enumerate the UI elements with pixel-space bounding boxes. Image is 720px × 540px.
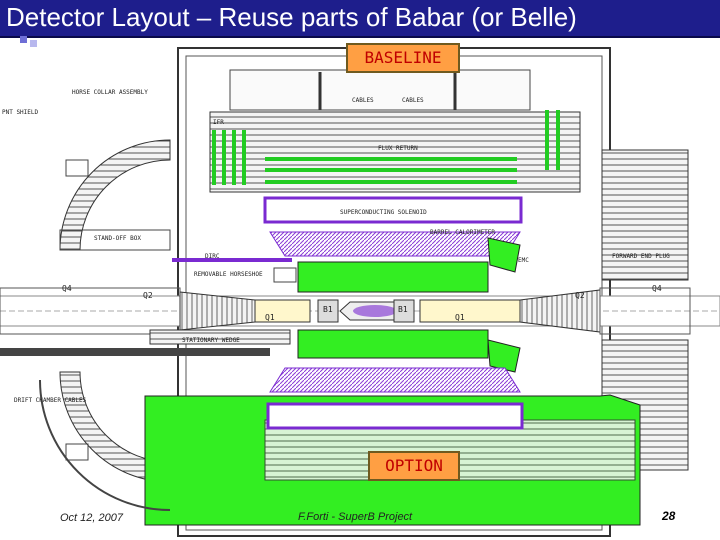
drift-cables-band <box>0 348 270 356</box>
label-q2-right: Q2 <box>575 291 585 300</box>
label-removable-horseshoe: REMOVABLE HORSESHOE <box>194 271 263 278</box>
option-label: OPTION <box>368 451 460 481</box>
b1-right-magnet <box>393 299 415 323</box>
label-standoff-box: STAND-OFF BOX <box>94 235 141 242</box>
label-dirc: DIRC <box>205 253 220 260</box>
bullet-square-decoration <box>20 36 27 43</box>
label-b1-right: B1 <box>398 305 408 314</box>
slide-title: Detector Layout – Reuse parts of Babar (… <box>6 2 577 32</box>
label-q4-right: Q4 <box>652 284 662 293</box>
label-stationary-wedge: STATIONARY WEDGE <box>182 337 240 344</box>
right-beam-hardware <box>599 287 691 335</box>
emc-forward-top <box>487 237 521 273</box>
label-shield: PNT SHIELD <box>2 109 39 116</box>
footer-date: Oct 12, 2007 <box>60 512 123 524</box>
q1-left-magnet <box>249 299 311 323</box>
title-bar: Detector Layout – Reuse parts of Babar (… <box>0 0 720 38</box>
baseline-label: BASELINE <box>346 43 460 73</box>
emc-forward-bottom <box>487 339 521 373</box>
page-number: 28 <box>662 509 676 523</box>
label-flux-return: FLUX RETURN <box>378 145 418 152</box>
label-forward-end-plug: FORWARD END PLUG <box>612 253 670 260</box>
detector-diagram: HORSE COLLAR ASSEMBLY PNT SHIELD CABLES … <box>0 47 720 537</box>
left-support-strip <box>172 258 292 262</box>
label-b1-left: B1 <box>323 305 333 314</box>
label-q1-right: Q1 <box>455 313 465 322</box>
label-barrel-calorimeter: BARREL CALORIMETER <box>430 229 495 236</box>
label-q2-left: Q2 <box>143 291 153 300</box>
ifr-top-green-strips <box>212 110 560 185</box>
label-horse-collar: HORSE COLLAR ASSEMBLY <box>72 89 148 96</box>
drift-chamber-top <box>297 261 489 293</box>
label-solenoid: SUPERCONDUCTING SOLENOID <box>340 209 427 216</box>
left-horseshoe-top <box>59 139 171 251</box>
footer-author: F.Forti - SuperB Project <box>298 511 413 523</box>
left-cone <box>179 291 256 331</box>
calorimeter-bottom <box>269 367 521 393</box>
label-cables-left: CABLES <box>352 97 374 104</box>
bullet-square-decoration <box>30 40 37 47</box>
stationary-wedge <box>149 329 291 345</box>
drift-chamber-bottom <box>297 329 489 359</box>
flux-return-top <box>209 111 581 193</box>
solenoid-box-bottom <box>266 402 524 430</box>
label-q1-left: Q1 <box>265 313 275 322</box>
b1-left-magnet <box>317 299 339 323</box>
label-drift-cables: DRIFT CHAMBER CABLES <box>14 397 87 404</box>
left-ring-bottom-detail <box>39 379 171 511</box>
q1-right-magnet <box>419 299 521 323</box>
label-cables-right: CABLES <box>402 97 424 104</box>
top-structure <box>229 69 531 111</box>
label-emc: EMC <box>518 257 529 264</box>
label-q4-left: Q4 <box>62 284 72 293</box>
standoff-box-left <box>59 229 171 251</box>
forward-end-plug <box>601 149 689 281</box>
solenoid-box-top <box>263 196 523 224</box>
label-ifr: IFR <box>213 119 224 126</box>
